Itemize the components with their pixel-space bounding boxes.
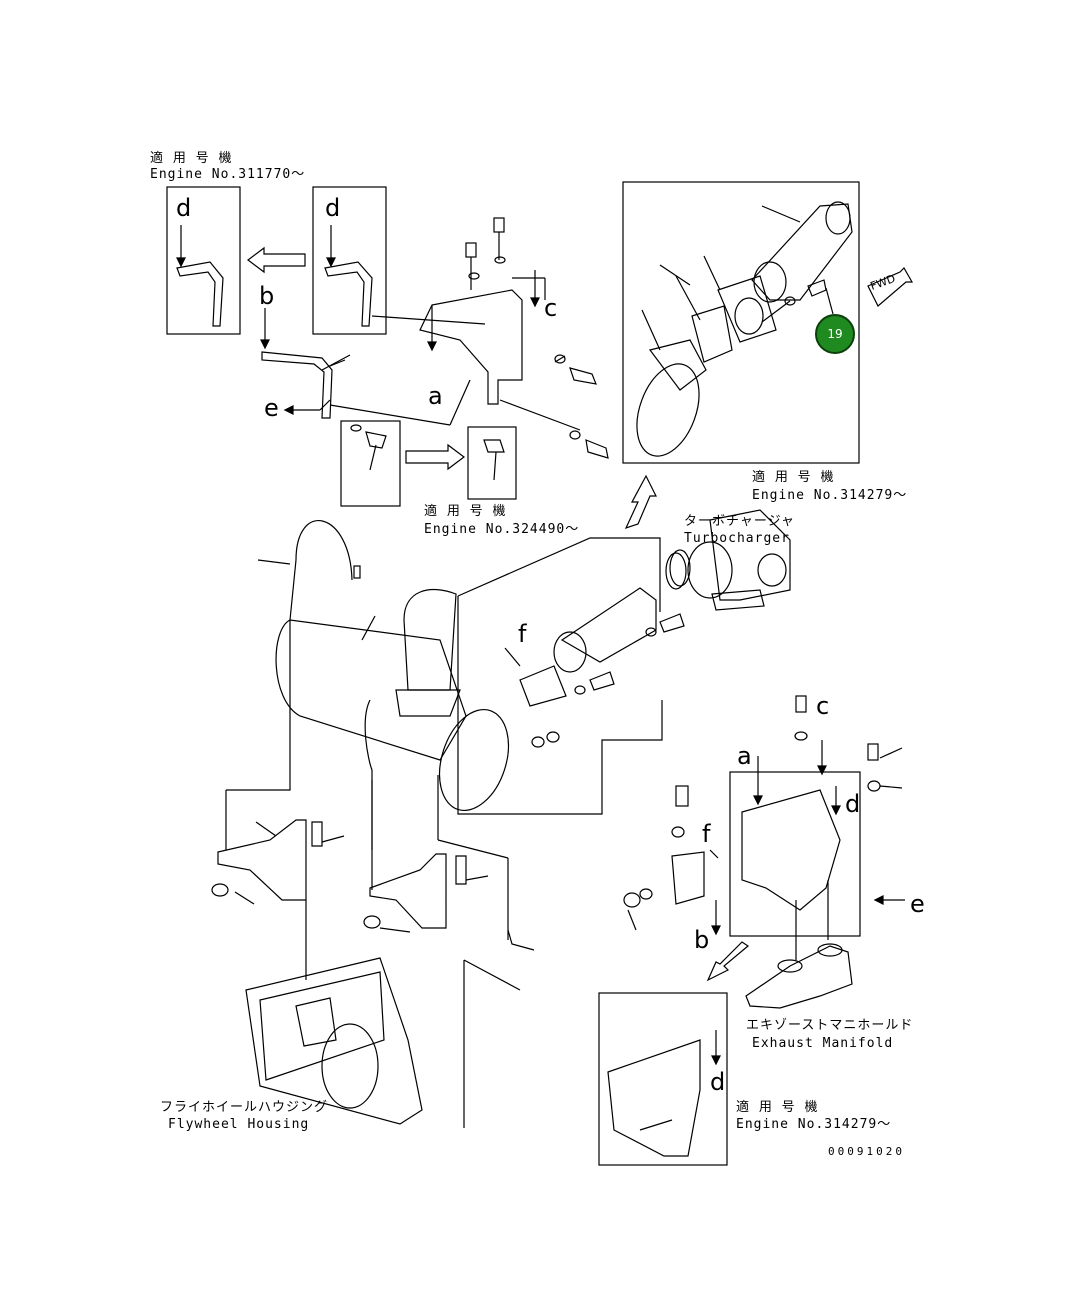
callout-badge-19[interactable]: 19 [815,314,855,354]
note-top-left-en: Engine No.311770～ [150,167,306,182]
ref-letter-d-3: d [845,790,861,818]
mount-bracket-right [363,853,467,929]
flywheel-housing [245,957,423,1125]
ref-letter-e-2: e [910,890,925,918]
turbo-label-en: Turbocharger [684,531,790,546]
ref-letter-b-2: b [694,926,710,954]
ref-letter-a-2: a [737,742,752,770]
detail-box-top-right [622,181,860,464]
detail-box-top-left-1 [166,186,241,335]
ref-letter-c-1: c [544,294,558,322]
turbo-label-jp: ターボチャージャ [684,514,795,529]
fwd-arrow [867,267,914,307]
manifold-label-jp: エキゾーストマニホールド [746,1018,914,1033]
up-arrow [624,474,657,530]
ref-letter-d-2: d [325,194,341,222]
flywheel-label-en: Flywheel Housing [168,1117,310,1132]
manifold-label-en: Exhaust Manifold [752,1036,894,1051]
heat-shield [623,695,881,937]
ref-letter-d-4: d [710,1068,726,1096]
note-mid-left-en: Engine No.324490～ [424,522,580,537]
ref-letter-d-1: d [176,194,192,222]
detail-box-top-left-2 [312,186,387,335]
turbocharger [665,509,791,611]
mount-bracket-left [211,819,323,901]
detail-box-bolt-new [467,426,517,500]
flywheel-label-jp: フライホイールハウジング [160,1100,329,1115]
detail-box-bottom-right [598,992,728,1166]
ref-letter-a-1: a [428,382,443,410]
note-bottom-right-en: Engine No.314279～ [736,1117,892,1132]
exhaust-manifold [745,943,853,1009]
note-top-right-jp: 適 用 号 機 [752,470,835,485]
bolts-top [465,217,609,459]
ref-letter-e-1: e [264,394,279,422]
note-bottom-right-jp: 適 用 号 機 [736,1100,819,1115]
note-mid-left-jp: 適 用 号 機 [424,504,507,519]
ref-letter-f-1: f [518,620,527,648]
down-arrow [706,941,750,982]
drawing-number: 00091020 [828,1145,905,1158]
replacement-arrow-mid [405,443,465,471]
ref-letter-c-2: c [816,692,830,720]
muffler [275,520,691,850]
note-top-left-jp: 適 用 号 機 [150,151,233,166]
ref-letter-b-1: b [259,282,275,310]
replacement-arrow-top [247,246,306,274]
ref-letter-f-2: f [702,820,711,848]
note-top-right-en: Engine No.314279～ [752,488,908,503]
detail-box-bolt [340,420,401,507]
